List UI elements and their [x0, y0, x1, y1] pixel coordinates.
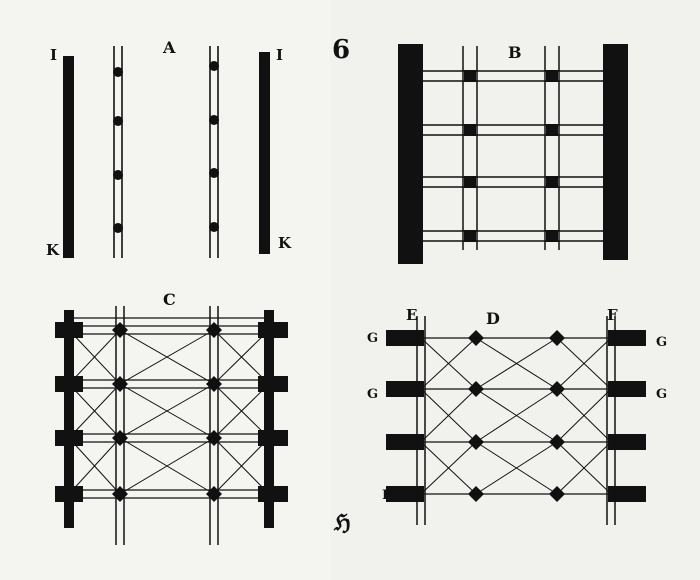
figure-a-wall-right [259, 52, 270, 254]
figure-b-joint-4-1 [464, 230, 476, 242]
figure-a-node-right-3 [209, 168, 219, 178]
figure-c-brace-2-2-a [213, 437, 270, 495]
plate-number: 6 [332, 35, 350, 65]
figure-d-brace-2-2-a [556, 441, 612, 495]
figure-b-joint-2-1 [464, 124, 476, 136]
figure-b: B [398, 43, 628, 264]
figure-a-node-left-2 [113, 116, 123, 126]
figure-d-stub-left-3 [386, 434, 424, 450]
figure-b-joint-4-2 [546, 230, 558, 242]
figure-c-brace-0-2-a [213, 329, 270, 385]
figure-a-node-right-2 [209, 115, 219, 125]
figure-c-brace-1-1-a [119, 383, 215, 439]
figure-a-node-right-4 [209, 222, 219, 232]
figure-d-stub-right-4 [608, 486, 646, 502]
figure-a-label: A [162, 38, 176, 57]
figure-b-label: B [508, 43, 522, 62]
figure-d-stub-right-1 [608, 330, 646, 346]
figure-d-stub-right-3 [608, 434, 646, 450]
figure-d-brace-1-1-a [475, 388, 558, 443]
figure-d-point-g-right-1: G [656, 335, 667, 350]
figure-d-label: D [486, 309, 500, 328]
figure-c-brace-1-0-a [68, 383, 121, 439]
figure-c-label: C [163, 290, 176, 309]
figure-b-joint-2-2 [546, 124, 558, 136]
figure-a-node-right-1 [209, 61, 219, 71]
figure-c-brace-0-0-a [68, 329, 121, 385]
figure-d-stub-left-4 [386, 486, 424, 502]
figure-b-joint-3-2 [546, 176, 558, 188]
figure-c-brace-0-1-a [119, 329, 215, 385]
figure-c-wall-left [64, 310, 74, 528]
figure-a-wall-left [63, 56, 74, 258]
figure-b-joint-3-1 [464, 176, 476, 188]
figure-d-stub-right-2 [608, 381, 646, 397]
figure-d-brace-0-1-a [475, 337, 558, 390]
figure-d-point-k: K [382, 488, 394, 503]
signature-mark: ℌ [333, 510, 351, 536]
figure-a-point-top-right: I [276, 46, 283, 64]
figure-a-point-top-left: I [50, 46, 57, 64]
figure-b-joint-1-2 [546, 70, 558, 82]
figure-c-brace-1-2-a [213, 383, 270, 439]
figure-d-brace-2-1-a [475, 441, 558, 495]
figure-b-joint-1-1 [464, 70, 476, 82]
figure-d: D E F G G K G G [367, 306, 667, 525]
figure-d-brace-0-0-a [420, 337, 477, 390]
figure-d-brace-1-0-a [420, 388, 477, 443]
bleed-through-text [330, 0, 700, 580]
figure-d-brace-2-0-a [420, 441, 477, 495]
figure-a: A I I K K [46, 38, 292, 259]
figure-c-brace-2-0-a [68, 437, 121, 495]
figure-d-point-g-left-2: G [367, 387, 378, 402]
figure-c-wall-right [264, 310, 274, 528]
figure-a-point-bottom-right: K [278, 234, 292, 252]
figure-d-brace-0-2-a [556, 337, 612, 390]
figure-d-point-g-left-1: G [367, 331, 378, 346]
figure-a-node-left-3 [113, 170, 123, 180]
figure-d-point-f: F [607, 306, 618, 324]
figure-a-node-left-4 [113, 223, 123, 233]
figure-b-wall-right [603, 44, 628, 260]
figure-c: C [55, 290, 288, 545]
figure-d-stub-left-1 [386, 330, 424, 346]
figure-a-node-left-1 [113, 67, 123, 77]
figure-d-stub-left-2 [386, 381, 424, 397]
figure-d-point-e: E [406, 306, 417, 324]
figure-a-point-bottom-left: K [46, 241, 60, 259]
figure-c-brace-2-1-a [119, 437, 215, 495]
figure-b-wall-left [398, 44, 423, 264]
figure-d-point-g-right-2: G [656, 387, 667, 402]
figure-d-brace-1-2-a [556, 388, 612, 443]
